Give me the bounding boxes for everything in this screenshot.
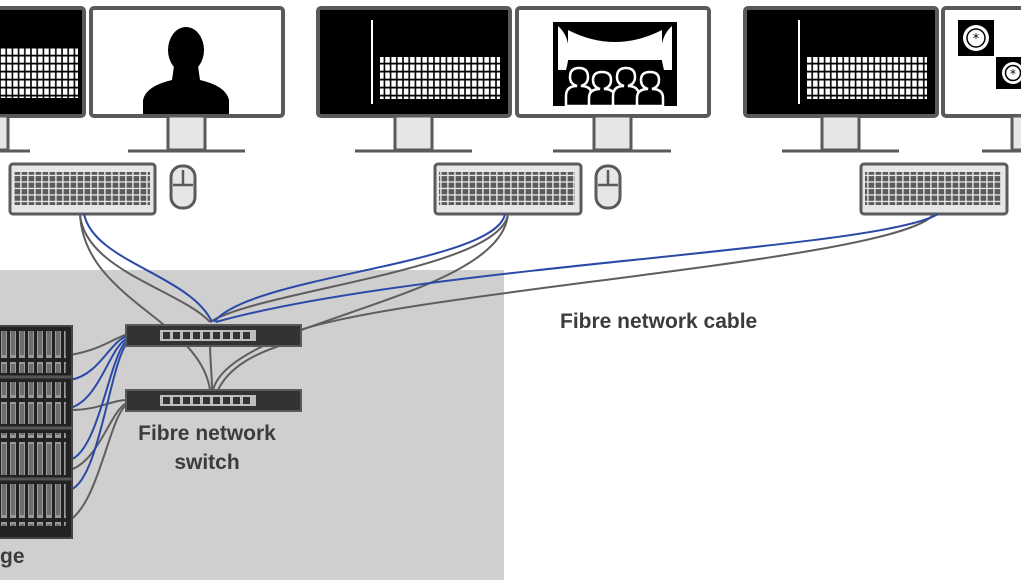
monitor-left: [743, 6, 939, 153]
storage-rack: [0, 325, 73, 539]
switch-label-line2: switch: [174, 451, 240, 474]
storage-cables: [69, 333, 129, 521]
person-silhouette-icon: [143, 27, 229, 114]
server-room-area: [0, 270, 504, 580]
workstation-3: * *: [743, 6, 1021, 216]
mouse: [169, 164, 197, 210]
monitor-right: [89, 6, 285, 153]
cable-grey: [79, 213, 211, 323]
fibre-cables: [79, 213, 939, 391]
switch-label-line1: Fibre network: [138, 422, 276, 445]
monitor-right: * *: [941, 6, 1021, 153]
monitor-left: [316, 6, 512, 153]
keyboard: [433, 162, 583, 216]
storage-label: ge: [0, 545, 25, 568]
theatre-audience-icon: [553, 22, 677, 108]
switch-label: Fibre network switch: [122, 419, 292, 477]
workstation-2: [316, 6, 711, 216]
cable-grey: [299, 213, 935, 331]
cable-blue: [215, 213, 939, 323]
keyboard: [859, 162, 1009, 216]
timeline-tracks: [380, 57, 500, 99]
keyboard: [8, 162, 157, 216]
timeline-tracks: [807, 57, 927, 99]
timeline-tracks: [0, 48, 78, 98]
svg-text:*: *: [973, 32, 980, 47]
cable-grey: [212, 213, 509, 391]
cable-blue: [83, 213, 213, 323]
svg-text:*: *: [1010, 67, 1016, 81]
fibre-switch-bottom: [125, 389, 302, 412]
cable-grey: [79, 213, 211, 391]
monitor-left: [0, 6, 86, 153]
cable-label: Fibre network cable: [560, 310, 758, 333]
fibre-switch-top: [125, 324, 302, 347]
monitor-right: [515, 6, 711, 153]
workstation-1: [0, 6, 285, 216]
cable-grey: [209, 213, 509, 323]
cable-blue: [213, 213, 506, 323]
mouse: [594, 164, 622, 210]
